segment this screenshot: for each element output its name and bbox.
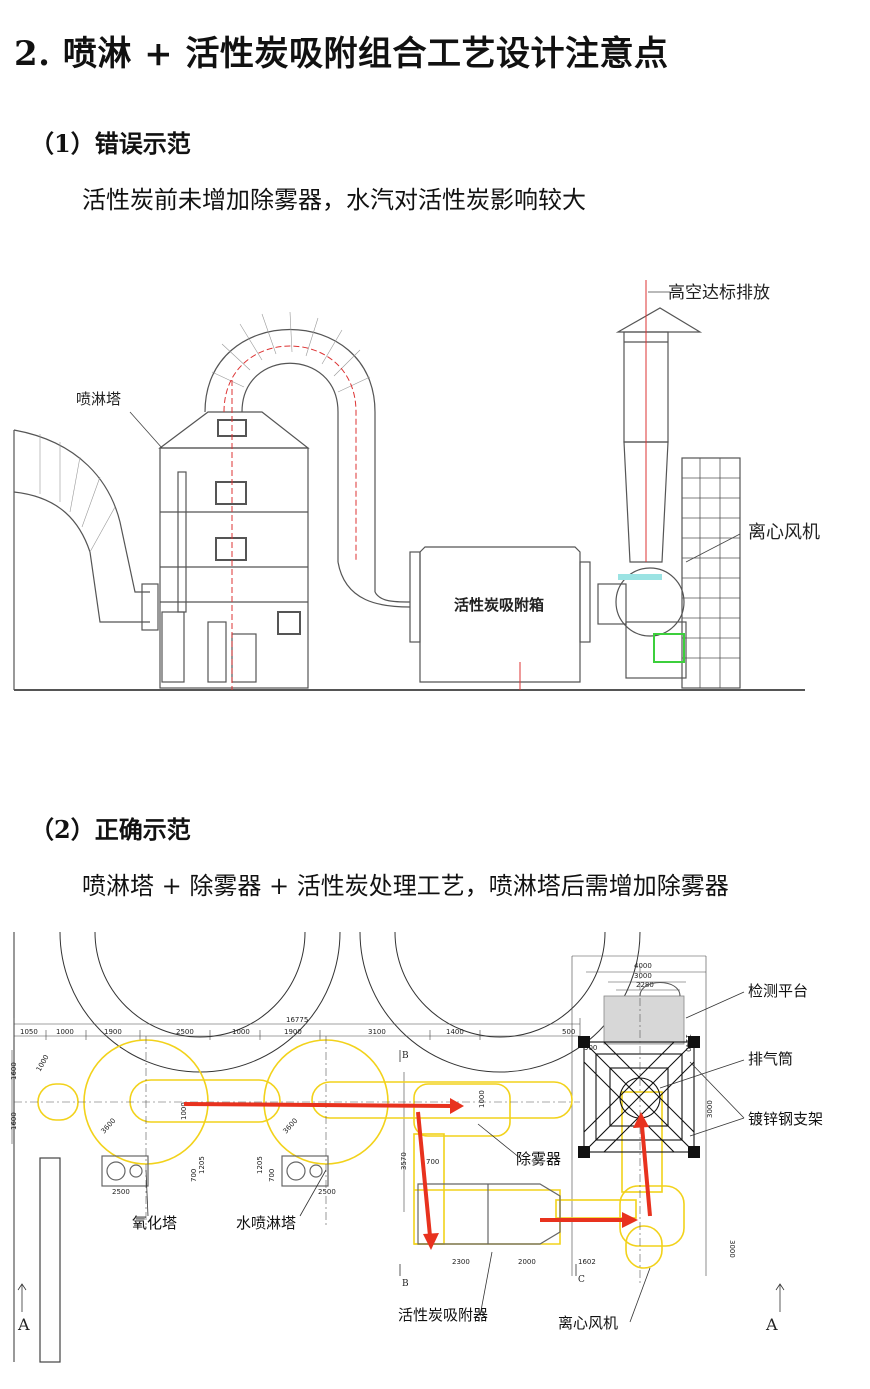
dim-stack-1: 4000 bbox=[634, 962, 652, 970]
dim-1: 1050 bbox=[20, 1028, 38, 1036]
label-fan: 离心风机 bbox=[748, 522, 820, 543]
label-discharge: 高空达标排放 bbox=[668, 283, 770, 303]
section1-title: （1）错误示范 bbox=[30, 129, 191, 158]
dim-2500-b: 2500 bbox=[318, 1188, 336, 1196]
section-mark-b-top: B bbox=[402, 1051, 409, 1061]
section2-text: 喷淋塔 + 除雾器 + 活性炭处理工艺，喷淋塔后需增加除雾器 bbox=[82, 872, 729, 900]
label-carbon-box: 活性炭吸附箱 bbox=[454, 596, 544, 614]
dim-3600-a: 3600 bbox=[100, 1117, 118, 1136]
dim-3000-s: 3000 bbox=[706, 1100, 714, 1118]
label-oxidation-tower: 氧化塔 bbox=[132, 1214, 177, 1232]
label-platform: 检测平台 bbox=[748, 982, 808, 1000]
dim-1000-c: 1000 bbox=[478, 1090, 486, 1108]
dim-1602: 1602 bbox=[578, 1258, 596, 1266]
label-spray-tower: 喷淋塔 bbox=[76, 390, 121, 408]
dim-700-b: 700 bbox=[268, 1169, 276, 1182]
dim-2300: 2300 bbox=[452, 1258, 470, 1266]
dim-v1: 1600 bbox=[10, 1062, 18, 1080]
label-demister: 除雾器 bbox=[516, 1150, 561, 1168]
dim-1205-b: 1205 bbox=[256, 1156, 264, 1174]
label-fan: 离心风机 bbox=[558, 1314, 618, 1332]
label-carbon-adsorber: 活性炭吸附器 bbox=[398, 1306, 488, 1324]
section-mark-a-right: A bbox=[765, 1315, 778, 1334]
dim-1205-a: 1205 bbox=[198, 1156, 206, 1174]
dim-total: 16775 bbox=[286, 1016, 308, 1024]
dim-3: 1900 bbox=[104, 1028, 122, 1036]
section-mark-b-bottom: B bbox=[402, 1279, 409, 1289]
dim-6: 1900 bbox=[284, 1028, 302, 1036]
label-stack: 排气筒 bbox=[748, 1050, 793, 1068]
dim-1000-a: 1000 bbox=[180, 1102, 188, 1120]
dim-v2: 1600 bbox=[10, 1112, 18, 1130]
dim-2500-a: 2500 bbox=[112, 1188, 130, 1196]
section2-title: （2）正确示范 bbox=[30, 815, 191, 844]
dim-700-a: 700 bbox=[190, 1169, 198, 1182]
dim-3600-b: 3600 bbox=[282, 1117, 300, 1136]
label-water-spray-tower: 水喷淋塔 bbox=[236, 1214, 296, 1232]
dim-9: 500 bbox=[562, 1028, 575, 1036]
figure-wrong-example: 喷淋塔 高空达标排放 离心风机 活性炭吸附箱 bbox=[13, 280, 820, 691]
page-heading: 2. 喷淋 + 活性炭吸附组合工艺设计注意点 bbox=[14, 34, 669, 74]
dim-stack-2: 3000 bbox=[634, 972, 652, 980]
section-mark-c: C bbox=[578, 1275, 585, 1285]
dim-700: 700 bbox=[426, 1158, 439, 1166]
section-mark-a-left: A bbox=[17, 1315, 30, 1334]
dim-1000-b: 1000 bbox=[35, 1054, 51, 1073]
dim-4: 2500 bbox=[176, 1028, 194, 1036]
label-support: 镀锌钢支架 bbox=[748, 1110, 823, 1128]
dim-stack-3: 2280 bbox=[636, 981, 654, 989]
dim-3000-r: 3000 bbox=[728, 1240, 736, 1258]
dim-2000: 2000 bbox=[518, 1258, 536, 1266]
dim-v3: 3570 bbox=[400, 1152, 408, 1170]
dim-8: 1400 bbox=[446, 1028, 464, 1036]
figure-correct-example: 1050 1000 1900 2500 1000 1900 3100 1400 … bbox=[10, 931, 823, 1363]
dim-7: 3100 bbox=[368, 1028, 386, 1036]
dim-5: 1000 bbox=[232, 1028, 250, 1036]
dim-2: 1000 bbox=[56, 1028, 74, 1036]
section1-text: 活性炭前未增加除雾器，水汽对活性炭影响较大 bbox=[82, 186, 586, 214]
